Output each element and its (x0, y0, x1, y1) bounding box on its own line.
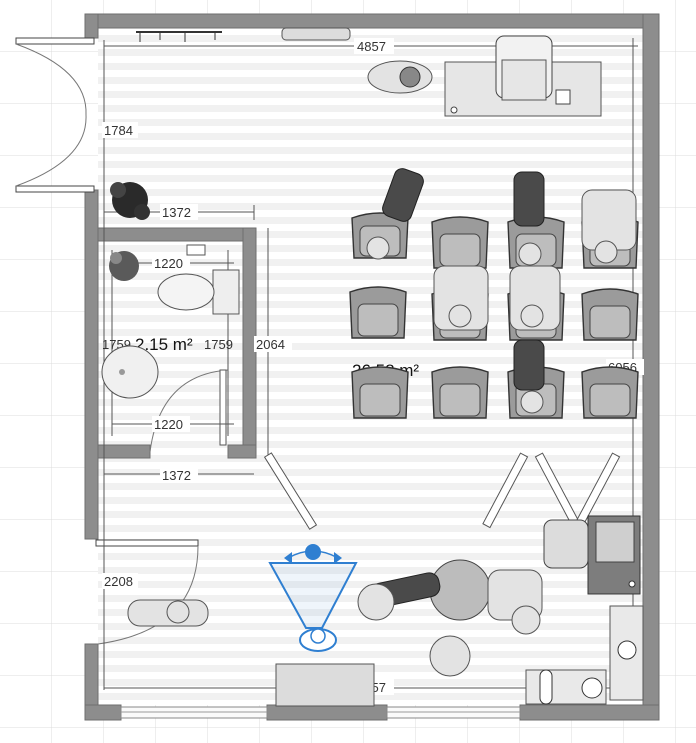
dim-bath-wall: 2064 (256, 337, 285, 352)
top-bench (281, 27, 351, 41)
dim-bath-inner-top: 1220 (154, 256, 183, 271)
table-group (357, 559, 543, 677)
bath-area-label: 2.15 m² (135, 335, 193, 354)
dim-bath-outer-top: 1372 (162, 205, 191, 220)
entrance-door[interactable] (15, 37, 95, 193)
bathroom-door[interactable] (219, 369, 227, 446)
plant-top (110, 182, 150, 220)
person-at-desk-top (367, 60, 433, 94)
dim-door-top: 1784 (104, 123, 133, 138)
outer-walls (84, 13, 660, 721)
person-walking (127, 599, 209, 627)
bath-shelf (186, 244, 206, 256)
dim-door-bottom: 2208 (104, 574, 133, 589)
kitchenette (525, 605, 644, 705)
bottom-bench (275, 663, 375, 707)
coat-rack (136, 31, 222, 42)
seated-people (366, 168, 637, 414)
side-chair (543, 519, 589, 569)
folding-doors[interactable] (263, 452, 621, 530)
bathroom-door-swing (149, 369, 229, 453)
desk[interactable] (444, 35, 602, 117)
bathroom-walls (97, 227, 257, 459)
side-cabinet[interactable] (587, 515, 641, 595)
camera-viewpoint-icon[interactable] (268, 544, 358, 652)
dim-bath-outer-bottom: 1372 (162, 468, 191, 483)
dim-bath-right: 1759 (204, 337, 233, 352)
plant-bathroom (109, 251, 139, 281)
dim-bath-inner-bottom: 1220 (154, 417, 183, 432)
toilet (157, 269, 240, 315)
dim-top-width: 4857 (357, 39, 386, 54)
sink (101, 345, 159, 399)
